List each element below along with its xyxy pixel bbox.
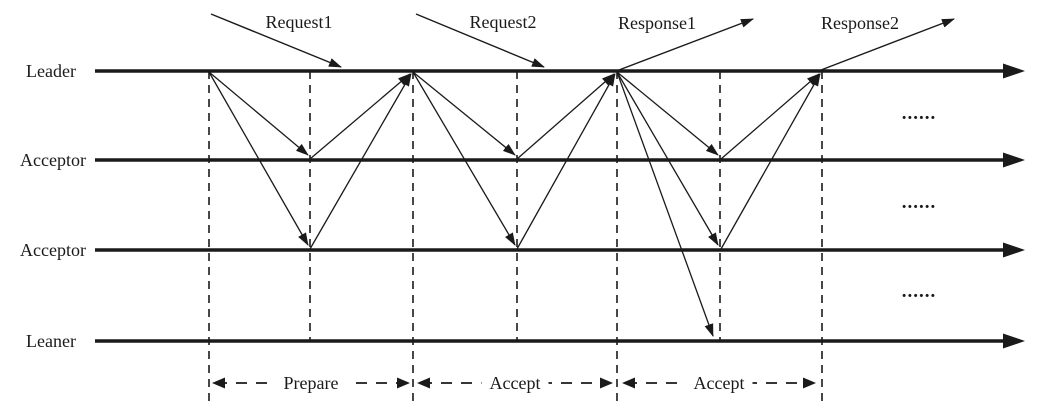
continuation-dots-0: ...... bbox=[902, 103, 937, 124]
phase-left-arrowhead-icon bbox=[622, 377, 635, 389]
lane-label-acceptor-1: Acceptor bbox=[20, 150, 86, 170]
message-label-response2: Response2 bbox=[821, 13, 899, 33]
accept2-to-acceptor2-arrow bbox=[616, 71, 719, 246]
phase-label-accept-1: Accept bbox=[490, 373, 541, 393]
phase-label-accept-2: Accept bbox=[694, 373, 745, 393]
prepare-to-acceptor1-arrow bbox=[208, 71, 309, 156]
phase-left-arrowhead-icon bbox=[212, 377, 225, 389]
lane-label-leaner-3: Leaner bbox=[26, 331, 76, 351]
phase-right-arrowhead-icon bbox=[600, 377, 613, 389]
request2-arrow bbox=[415, 13, 545, 68]
accepted2-from-acceptor1-arrow bbox=[720, 73, 820, 160]
accepted1-from-acceptor1-arrow bbox=[516, 73, 615, 160]
accepted2-from-acceptor2-arrow bbox=[720, 73, 821, 250]
request1-arrow bbox=[210, 13, 342, 68]
lane-label-leader-0: Leader bbox=[26, 61, 76, 81]
timeline-arrowhead-icon bbox=[1003, 152, 1025, 168]
response2-arrow bbox=[820, 18, 955, 71]
promise-from-acceptor1-arrow bbox=[309, 73, 411, 160]
accepted1-from-acceptor2-arrow bbox=[516, 73, 616, 250]
phase-left-arrowhead-icon bbox=[417, 377, 430, 389]
accept2-to-acceptor1-arrow bbox=[616, 71, 719, 156]
message-label-request2: Request2 bbox=[470, 12, 537, 32]
continuation-dots-2: ...... bbox=[902, 281, 937, 302]
phase-label-prepare-0: Prepare bbox=[284, 373, 339, 393]
accept1-to-acceptor1-arrow bbox=[412, 71, 516, 156]
phase-label-backing bbox=[272, 372, 350, 393]
lane-label-acceptor-2: Acceptor bbox=[20, 240, 86, 260]
message-label-response1: Response1 bbox=[618, 13, 696, 33]
continuation-dots-1: ...... bbox=[902, 192, 937, 213]
response1-arrow bbox=[618, 18, 754, 71]
phase-label-backing bbox=[685, 372, 753, 393]
prepare-to-acceptor2-arrow bbox=[208, 71, 309, 246]
promise-from-acceptor2-arrow bbox=[309, 73, 412, 250]
phase-right-arrowhead-icon bbox=[803, 377, 816, 389]
timeline-arrowhead-icon bbox=[1003, 333, 1025, 349]
accept1-to-acceptor2-arrow bbox=[412, 71, 516, 246]
phase-right-arrowhead-icon bbox=[397, 377, 410, 389]
phase-label-backing bbox=[481, 372, 549, 393]
timeline-arrowhead-icon bbox=[1003, 63, 1025, 79]
timeline-arrowhead-icon bbox=[1003, 242, 1025, 258]
accept2-to-leaner-arrow bbox=[616, 71, 714, 337]
message-label-request1: Request1 bbox=[266, 12, 333, 32]
